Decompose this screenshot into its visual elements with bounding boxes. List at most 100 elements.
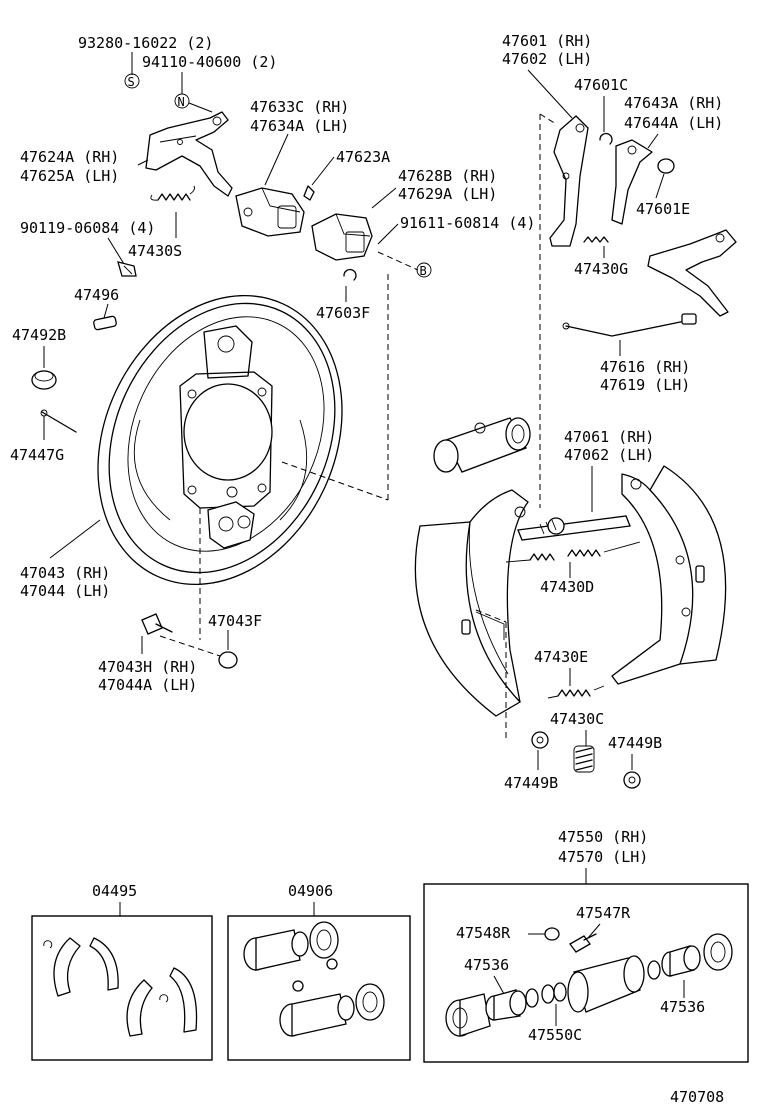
label-47449b-left: 47449B xyxy=(504,774,558,792)
svg-text:47548R: 47548R xyxy=(456,924,511,942)
clip-47601c-part xyxy=(599,132,613,145)
label-47430c: 47430C xyxy=(550,710,604,728)
svg-text:47601E: 47601E xyxy=(636,200,690,218)
svg-text:47043 (RH): 47043 (RH) xyxy=(20,564,110,582)
label-47628b: 47628B (RH) 47629A (LH) xyxy=(398,167,497,203)
svg-text:47449B: 47449B xyxy=(608,734,662,752)
label-04495: 04495 xyxy=(92,882,137,900)
label-47550c: 47550C xyxy=(528,1026,582,1044)
pin-47623a-part xyxy=(303,185,315,201)
svg-text:47430C: 47430C xyxy=(550,710,604,728)
svg-text:47644A (LH): 47644A (LH) xyxy=(624,114,723,132)
label-94110-40600: 94110-40600 (2) xyxy=(142,53,277,71)
svg-text:04906: 04906 xyxy=(288,882,333,900)
svg-text:91611-60814 (4): 91611-60814 (4) xyxy=(400,214,535,232)
label-47633c: 47633C (RH) 47634A (LH) xyxy=(250,98,349,135)
lever-47643a-part xyxy=(611,139,653,225)
cable-47616-part xyxy=(562,313,697,337)
pin-47447g-part xyxy=(40,409,77,433)
svg-text:47643A (RH): 47643A (RH) xyxy=(624,94,723,112)
label-47547r: 47547R xyxy=(576,904,631,922)
label-90119-06084: 90119-06084 (4) xyxy=(20,219,155,237)
brake-shoe-right-part xyxy=(611,465,727,685)
kit-04906-box xyxy=(227,915,411,1061)
clip-47603f-part xyxy=(343,268,357,281)
svg-text:47536: 47536 xyxy=(464,956,509,974)
svg-text:47634A (LH): 47634A (LH) xyxy=(250,117,349,135)
svg-text:47619 (LH): 47619 (LH) xyxy=(600,376,690,394)
svg-text:47625A (LH): 47625A (LH) xyxy=(20,167,119,185)
label-47643a: 47643A (RH) 47644A (LH) xyxy=(624,94,723,132)
shoe-lever-47601-part xyxy=(549,115,589,247)
svg-text:94110-40600 (2): 94110-40600 (2) xyxy=(142,53,277,71)
adjuster-block-part xyxy=(311,213,373,261)
svg-text:47430D: 47430D xyxy=(540,578,594,596)
svg-text:90119-06084 (4): 90119-06084 (4) xyxy=(20,219,155,237)
label-47492b: 47492B xyxy=(12,326,66,344)
svg-text:47547R: 47547R xyxy=(576,904,631,922)
bracket-part xyxy=(647,229,737,317)
kit-47550-box xyxy=(423,883,749,1063)
svg-text:47043H (RH): 47043H (RH) xyxy=(98,658,197,676)
spring-47430e-part xyxy=(547,685,605,699)
washer-47449b-left-part xyxy=(531,731,549,749)
spring-47430d-part xyxy=(505,541,641,563)
bolt-47043h-part xyxy=(141,613,173,635)
figure-number: 470708 xyxy=(670,1088,724,1106)
label-04906: 04906 xyxy=(288,882,333,900)
label-47623a: 47623A xyxy=(336,148,390,166)
kit-04495-box xyxy=(31,915,213,1061)
nut-47043f-part xyxy=(218,651,238,669)
label-47449b-right: 47449B xyxy=(608,734,662,752)
svg-text:47629A (LH): 47629A (LH) xyxy=(398,185,497,203)
svg-text:47447G: 47447G xyxy=(10,446,64,464)
label-47601: 47601 (RH) 47602 (LH) xyxy=(502,32,592,68)
svg-text:47430S: 47430S xyxy=(128,242,182,260)
svg-text:47616 (RH): 47616 (RH) xyxy=(600,358,690,376)
svg-text:47550 (RH): 47550 (RH) xyxy=(558,828,648,846)
label-47601e: 47601E xyxy=(636,200,690,218)
svg-text:B: B xyxy=(420,264,427,278)
svg-text:47062 (LH): 47062 (LH) xyxy=(564,446,654,464)
symbol-b-icon: B xyxy=(416,262,432,278)
svg-text:47492B: 47492B xyxy=(12,326,66,344)
bleeder-screw-47547r-part xyxy=(569,933,597,953)
svg-text:47633C (RH): 47633C (RH) xyxy=(250,98,349,116)
svg-text:47602 (LH): 47602 (LH) xyxy=(502,50,592,68)
label-47536-right: 47536 xyxy=(660,998,705,1016)
svg-text:47061 (RH): 47061 (RH) xyxy=(564,428,654,446)
shoe-kit-04495-part xyxy=(43,937,198,1037)
svg-text:47570 (LH): 47570 (LH) xyxy=(558,848,648,866)
label-47496: 47496 xyxy=(74,286,119,304)
svg-text:47430E: 47430E xyxy=(534,648,588,666)
spring-47430s-part xyxy=(150,185,195,201)
wheel-cylinder-kit-part xyxy=(445,933,733,1037)
wheel-cylinder-part xyxy=(433,417,531,473)
svg-text:47044A (LH): 47044A (LH) xyxy=(98,676,197,694)
svg-text:S: S xyxy=(128,75,135,89)
label-47601c: 47601C xyxy=(574,76,628,94)
svg-text:470708: 470708 xyxy=(670,1088,724,1106)
label-47430g: 47430G xyxy=(574,260,628,278)
spring-47430c-part xyxy=(573,745,595,773)
svg-text:47550C: 47550C xyxy=(528,1026,582,1044)
svg-text:47628B (RH): 47628B (RH) xyxy=(398,167,497,185)
svg-text:47624A (RH): 47624A (RH) xyxy=(20,148,119,166)
svg-text:47496: 47496 xyxy=(74,286,119,304)
label-91611-60814: 91611-60814 (4) xyxy=(400,214,535,232)
plug-47496-part xyxy=(93,315,117,331)
bleeder-cap-47548r-part xyxy=(544,927,560,941)
spring-47430g-part xyxy=(583,236,609,243)
svg-text:47603F: 47603F xyxy=(316,304,370,322)
parking-lever-part xyxy=(145,111,233,197)
label-47550: 47550 (RH) 47570 (LH) xyxy=(558,828,648,866)
nut-47601e-part xyxy=(657,158,675,174)
label-93280-16022: 93280-16022 (2) xyxy=(78,34,213,52)
symbol-s-icon: S xyxy=(124,73,140,89)
label-47430d: 47430D xyxy=(540,578,594,596)
label-47548r: 47548R xyxy=(456,924,511,942)
svg-text:47601 (RH): 47601 (RH) xyxy=(502,32,592,50)
label-47043f: 47043F xyxy=(208,612,262,630)
svg-text:47430G: 47430G xyxy=(574,260,628,278)
